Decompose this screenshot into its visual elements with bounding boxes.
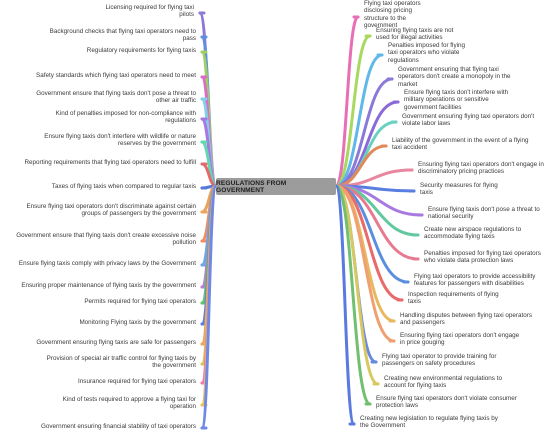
left-topic-label: Background checks that flying taxi opera…	[49, 27, 196, 42]
right-topic-label: Flying taxi operator to provide training…	[382, 352, 497, 367]
right-topic-label: Flying taxi operators to provide accessi…	[414, 272, 536, 287]
right-branch-connector	[334, 184, 356, 426]
left-topic-label: Taxes of flying taxis when compared to r…	[51, 182, 196, 190]
right-branch-connector	[334, 34, 372, 188]
right-topic-label: Government ensuring flying taxi operator…	[402, 112, 535, 127]
right-topic-label: Ensuring flying taxi operators don't eng…	[418, 160, 544, 175]
right-branch-connector	[334, 15, 360, 188]
central-topic-title: REGULATIONS FROM GOVERNMENT	[216, 179, 287, 194]
left-topic-label: Ensure flying taxis comply with privacy …	[18, 259, 196, 267]
left-branch-connector	[200, 184, 218, 430]
left-topic-label: Provision of special air traffic control…	[46, 354, 196, 369]
left-topic-label: Ensure flying taxis don't interfere with…	[44, 132, 196, 147]
right-topic-label: Creating new legislation to regulate fly…	[360, 414, 498, 429]
left-topic-label: Kind of penalties imposed for non-compli…	[55, 109, 196, 124]
right-topic-label: Flying taxi operators disclosing pricing…	[364, 0, 421, 30]
left-topic-label: Permits required for flying taxi operato…	[84, 297, 196, 305]
right-topic-label: Handling disputes between flying taxi op…	[400, 311, 532, 326]
right-topic-label: Ensure flying taxis don't interfere with…	[404, 89, 509, 111]
left-topic-label: Kind of tests required to approve a flyi…	[62, 395, 196, 410]
right-topic-label: Creating new environmental regulations t…	[384, 374, 502, 389]
right-topic-label: Inspection requirements of flying taxis	[408, 290, 499, 305]
left-topic-label: Safety standards which flying taxi opera…	[36, 71, 196, 79]
left-topic-label: Regulatory requirements for flying taxis	[86, 46, 196, 54]
right-topic-label: Penalties imposed for flying taxi operat…	[424, 249, 541, 264]
left-topic-label: Government ensure that flying taxis don'…	[36, 89, 196, 104]
right-topic-label: Liability of the government in the event…	[392, 136, 529, 151]
right-topic-label: Ensure flying taxi operators don't viola…	[376, 394, 517, 409]
right-topic-label: Ensure flying taxis don't pose a threat …	[428, 205, 540, 220]
right-branch-connector	[334, 184, 372, 406]
central-topic-node: REGULATIONS FROM GOVERNMENT	[216, 178, 336, 195]
left-topic-label: Licensing required for flying taxi pilot…	[105, 3, 194, 18]
left-topic-label: Government ensuring financial stability …	[40, 422, 196, 430]
right-branch-connector	[334, 53, 384, 188]
right-topic-label: Ensuring flying taxis are not used for i…	[376, 26, 454, 41]
right-branch-connector	[334, 184, 380, 386]
left-topic-label: Government ensure that flying taxis don'…	[16, 231, 196, 246]
left-topic-label: Ensuring proper maintenance of flying ta…	[21, 281, 196, 289]
right-topic-label: Government ensuring that flying taxi ope…	[398, 66, 511, 88]
right-topic-label: Ensuring flying taxi operators don't eng…	[400, 331, 520, 346]
left-topic-label: Reporting requirements that flying taxi …	[24, 158, 196, 166]
left-topic-label: Government ensuring flying taxis are saf…	[36, 338, 196, 346]
left-topic-label: Ensure flying taxi operators don't discr…	[26, 202, 196, 217]
right-topic-label: Security measures for flying taxis	[420, 181, 498, 196]
right-topic-label: Penalties imposed for flying taxi operat…	[388, 42, 466, 64]
right-topic-label: Create new airspace regulations to accom…	[424, 225, 522, 240]
left-topic-label: Monitoring Flying taxis by the governmen…	[79, 318, 196, 326]
right-branch-connector	[334, 77, 394, 188]
left-topic-label: Insurance required for flying taxi opera…	[78, 377, 196, 385]
right-branch-connector	[334, 184, 396, 343]
